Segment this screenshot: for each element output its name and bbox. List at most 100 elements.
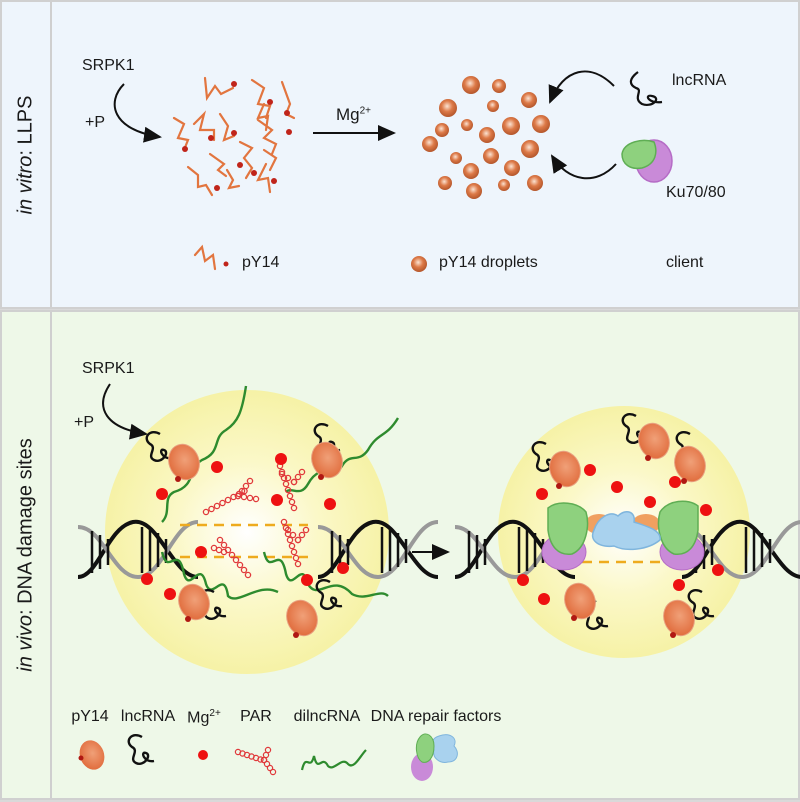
par-unit [246,494,254,502]
par-unit [298,531,306,539]
droplet [422,136,438,152]
client-ku-label: Ku70/80 [666,184,726,201]
droplet [527,175,543,191]
droplet [463,163,479,179]
par-unit [288,498,296,506]
par-unit [290,478,298,486]
droplet [532,115,550,133]
mg-ion [195,546,207,558]
par-unit [220,541,228,549]
in-vivo-side-label: in vivo: DNA damage sites [2,312,52,798]
legend-pY14: pY14 [71,708,109,725]
par-unit [224,496,232,504]
droplet [504,160,520,176]
in-vivo-panel: in vivo: DNA damage sites [0,310,800,800]
mg-ion [517,574,529,586]
ku70-80-icon [621,139,673,183]
legend-droplets-label: pY14 droplets [439,254,538,271]
mg-ion [611,481,623,493]
pY14-cluster [172,76,296,197]
par-unit [263,760,271,768]
par-unit [294,560,302,568]
par-unit [242,482,250,490]
mg-ion [164,588,176,600]
legend-client-label: client [666,254,704,271]
top-phospho-label: +P [85,114,106,131]
par-unit [298,468,306,476]
droplet [461,119,473,131]
par-unit [234,492,242,500]
mg-ion [141,573,153,585]
in-vitro-illustration [113,70,673,272]
lncRNA-recruit-arrow [548,70,615,104]
par-unit [236,561,244,569]
par-unit [246,477,254,485]
bottom-srpk1-label: SRPK1 [82,360,135,377]
legend-phospho-dot [223,261,229,267]
mg-ion [275,453,287,465]
par-unit [288,542,296,550]
client-lncRNA-label: lncRNA [672,72,727,89]
mg-ion [584,464,596,476]
par-unit [210,544,218,552]
mg-ion [271,494,283,506]
legend-dna-repair-factors: DNA repair factors [370,708,502,725]
par-unit [240,566,248,574]
mg-ion [673,579,685,591]
dna-repair-complex [541,500,705,571]
legend-icons [78,733,458,781]
damage-site-condensate-left [105,390,389,674]
par-unit [219,499,226,507]
top-srpk1-label: SRPK1 [82,57,135,74]
phosphorylation-arrow [113,83,162,143]
mg-ion [324,498,336,510]
in-vivo-illustration [76,383,800,781]
par-unit [208,505,215,513]
legend-dilncRNA: dilncRNA [293,708,361,725]
par-unit [264,746,272,754]
mg-ion [644,496,656,508]
par-unit [292,554,300,562]
droplet [435,123,449,137]
mg-ion [669,476,681,488]
legend-pY14-icon [193,244,217,271]
droplet [439,99,457,117]
droplet [502,117,520,135]
par-unit [289,531,297,539]
bottom-phospho-label: +P [74,414,95,431]
par-unit [286,492,294,500]
PAR-chains [202,462,310,579]
legend-mg: Mg2+ [187,708,221,727]
par-unit [238,487,246,495]
legend-droplet-icon [411,256,427,272]
phospho-dots [182,81,292,191]
par-unit [213,502,221,510]
mg-arrow-label: Mg2+ [336,105,372,124]
ku-recruit-arrow [550,154,617,180]
mg-ion [337,562,349,574]
legend-PAR: PAR [240,708,272,725]
par-unit [257,756,264,763]
mg-ion [538,593,550,605]
bottom-phosphorylation-arrow [102,383,148,440]
par-unit [240,493,248,501]
mg-ion [536,488,548,500]
droplet [438,176,452,190]
mg-ion [712,564,724,576]
par-unit [278,470,286,478]
in-vitro-side-label: in vitro: LLPS [2,2,52,307]
par-unit [290,504,298,512]
lncRNA-icon [629,71,663,106]
par-unit [284,526,292,534]
droplet [487,100,499,112]
mg-ion [211,461,223,473]
par-unit [252,495,260,503]
in-vitro-panel: in vitro: LLPS [0,0,800,309]
par-unit [269,768,277,776]
legend-pY14-label: pY14 [242,254,280,271]
droplet [479,127,495,143]
par-unit [266,764,274,772]
droplet [521,92,537,108]
par-unit [302,526,310,534]
droplet [462,76,480,94]
